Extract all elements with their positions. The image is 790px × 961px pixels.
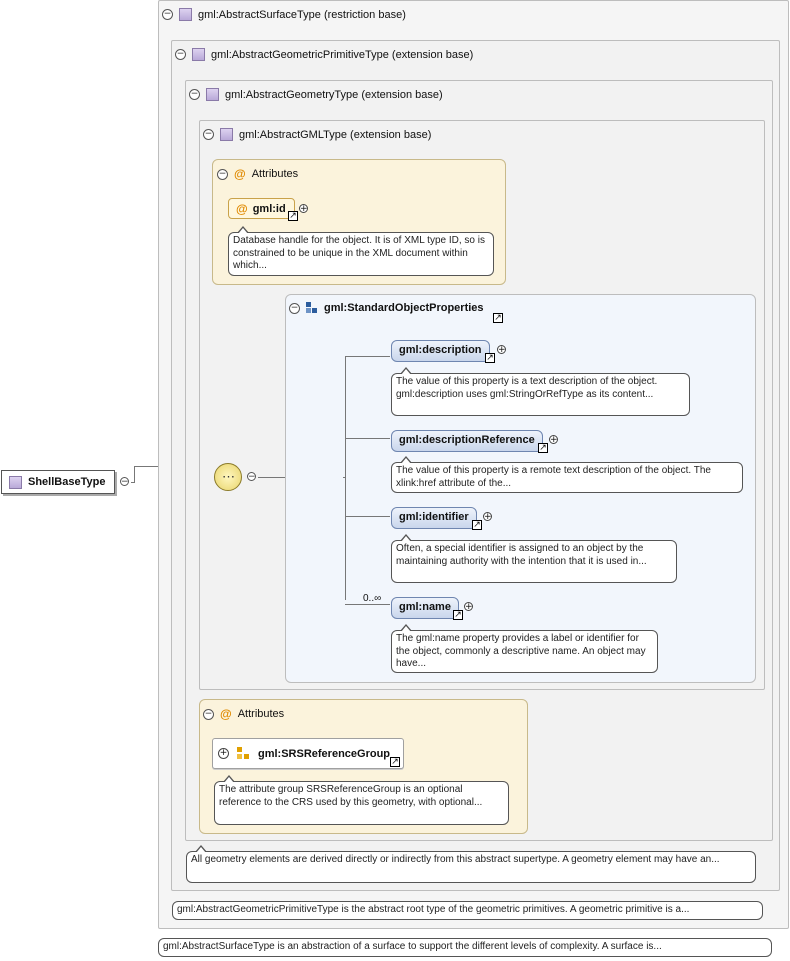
complex-type-icon [192,48,205,61]
element-description[interactable]: gml:description [391,340,490,362]
attributes-title: Attributes [237,708,285,720]
collapse-toggle[interactable]: − [203,129,214,140]
geometry-type-title: gml:AbstractGeometryType (extension base… [225,88,443,101]
complex-type-icon [9,475,22,489]
attributes-title: Attributes [251,168,299,180]
collapse-toggle[interactable]: − [175,49,186,60]
geometry-type-note: All geometry elements are derived direct… [186,845,756,883]
collapse-toggle[interactable]: − [289,302,300,314]
element-note: Often, a special identifier is assigned … [391,534,677,583]
complex-type-icon [179,8,192,21]
root-collapse-toggle[interactable]: − [120,477,129,487]
element-note: The value of this property is a remote t… [391,456,743,493]
expand-icon[interactable]: + [483,512,492,522]
element-note: The value of this property is a text des… [391,367,690,416]
group-icon [306,302,318,314]
primitive-type-header[interactable]: − gml:AbstractGeometricPrimitiveType (ex… [175,48,473,61]
complex-type-icon [206,88,219,101]
link-icon[interactable]: ↗ [493,313,503,323]
gml-type-title: gml:AbstractGMLType (extension base) [239,128,432,141]
link-icon[interactable]: ↗ [453,610,463,620]
surface-type-title: gml:AbstractSurfaceType (restriction bas… [198,8,406,21]
gml-type-header[interactable]: − gml:AbstractGMLType (extension base) [203,128,431,141]
expand-icon[interactable]: + [299,204,308,214]
link-icon[interactable]: ↗ [538,443,548,453]
root-type-node[interactable]: ShellBaseType [1,470,115,494]
root-type-label: ShellBaseType [28,476,106,488]
attribute-icon: @ [236,201,248,216]
attribute-group-srs-reference[interactable]: + gml:SRSReferenceGroup [212,738,404,769]
link-icon[interactable]: ↗ [485,353,495,363]
attribute-icon: @ [220,707,232,721]
collapse-toggle[interactable]: − [162,9,173,20]
expand-icon[interactable]: + [497,345,506,355]
attribute-label: gml:id [252,202,286,215]
element-description-reference[interactable]: gml:descriptionReference [391,430,543,452]
expand-icon[interactable]: + [549,435,558,445]
attribute-group-note: The attribute group SRSReferenceGroup is… [214,775,509,825]
attribute-note: Database handle for the object. It is of… [228,226,494,276]
expand-icon[interactable]: + [218,748,229,759]
primitive-type-title: gml:AbstractGeometricPrimitiveType (exte… [211,48,474,61]
attribute-group-label: gml:SRSReferenceGroup [258,747,391,760]
complex-type-icon [220,128,233,141]
occurrence-label: 0..∞ [363,593,382,604]
primitive-type-note: gml:AbstractGeometricPrimitiveType is th… [172,901,763,920]
link-icon[interactable]: ↗ [288,211,298,221]
element-identifier[interactable]: gml:identifier [391,507,477,529]
sequence-compositor-icon[interactable] [214,463,242,491]
collapse-toggle[interactable]: − [217,168,228,180]
attributes-header[interactable]: − @ Attributes [217,167,298,181]
collapse-toggle[interactable]: − [247,472,256,482]
attribute-gml-id[interactable]: @ gml:id [228,198,295,219]
surface-type-note: gml:AbstractSurfaceType is an abstractio… [158,938,772,957]
geometry-type-header[interactable]: − gml:AbstractGeometryType (extension ba… [189,88,443,101]
attribute-group-icon [237,747,250,760]
attribute-icon: @ [234,167,246,181]
tree-trunk [345,356,346,600]
collapse-toggle[interactable]: − [203,708,214,720]
link-icon[interactable]: ↗ [390,757,400,767]
collapse-toggle[interactable]: − [189,89,200,100]
group-title: gml:StandardObjectProperties [324,302,484,314]
expand-icon[interactable]: + [464,602,473,612]
link-icon[interactable]: ↗ [472,520,482,530]
element-note: The gml:name property provides a label o… [391,624,658,673]
group-header[interactable]: − gml:StandardObjectProperties [289,302,484,314]
element-name[interactable]: gml:name [391,597,459,619]
surface-type-header[interactable]: − gml:AbstractSurfaceType (restriction b… [162,8,406,21]
attributes-header[interactable]: − @ Attributes [203,707,284,721]
